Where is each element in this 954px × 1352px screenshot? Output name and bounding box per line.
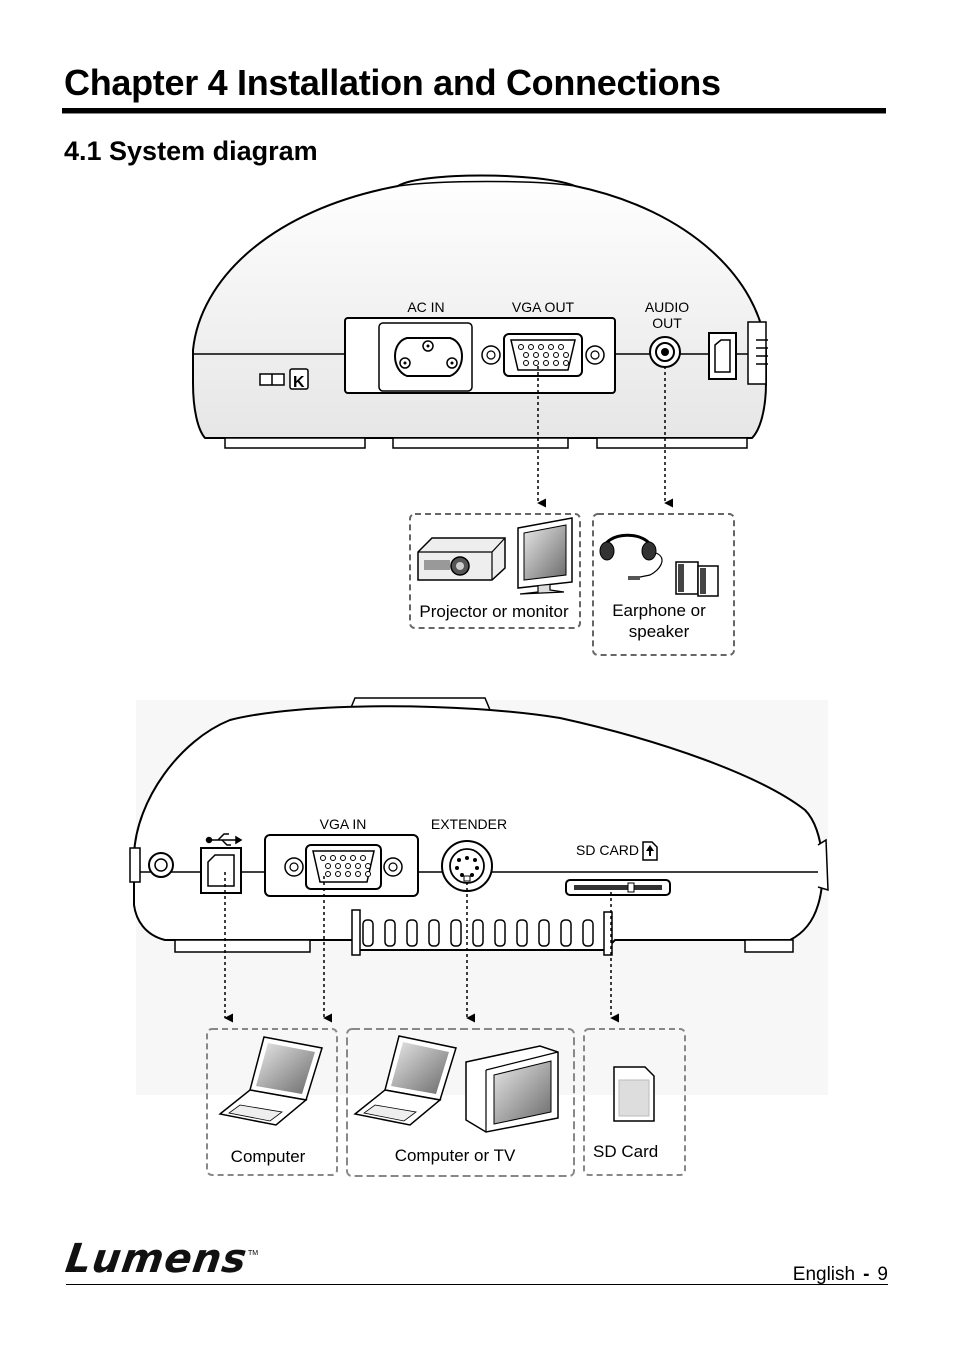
footer-separator: - (863, 1264, 870, 1285)
sd-card-target: SD Card (583, 1028, 686, 1176)
chapter-rule (62, 108, 886, 114)
computer-target: Computer (206, 1028, 338, 1176)
sd-card-icon (613, 1066, 655, 1122)
sd-card-label: SD Card (593, 1142, 658, 1161)
sd-card-port-label: SD CARD (576, 842, 639, 858)
usb-icon (205, 833, 243, 846)
projector-monitor-label: Projector or monitor (419, 602, 569, 621)
bottom-device: VGA IN EXTENDER SD CARD (129, 697, 829, 1095)
projector-monitor-target: Projector or monitor (409, 513, 581, 629)
vga-out-port (481, 333, 605, 377)
top-device-dome (192, 174, 767, 439)
extender-label: EXTENDER (431, 816, 507, 832)
laptop-icon (218, 1036, 323, 1126)
monitor-icon (517, 517, 573, 595)
earphone-label-line2: speaker (629, 622, 690, 641)
page-number: 9 (877, 1264, 888, 1285)
speaker-icon (675, 561, 719, 597)
earphone-speaker-target: Earphone or speaker (592, 513, 735, 656)
footer-language: English (792, 1264, 856, 1285)
sd-card-slot (565, 879, 671, 896)
usb-b-port (200, 847, 242, 894)
chapter-title: Chapter 4 Installation and Connections (64, 62, 721, 103)
sd-card-eject-icon (642, 841, 658, 861)
laptop-icon (353, 1035, 457, 1126)
computer-tv-target: Computer or TV (346, 1028, 575, 1177)
footer-rule (66, 1284, 888, 1285)
computer-tv-label: Computer or TV (395, 1146, 516, 1165)
lumens-logo: Lumens (62, 1236, 251, 1282)
audio-out-port (649, 336, 681, 368)
vga-out-label: VGA OUT (512, 299, 575, 315)
kensington-lock-icon: K (259, 368, 309, 391)
projector-icon (417, 537, 506, 581)
section-title: 4.1 System diagram (64, 136, 318, 166)
trademark-mark: TM (248, 1250, 259, 1257)
computer-label: Computer (231, 1147, 306, 1166)
audio-out-label-line1: AUDIO (645, 299, 689, 315)
svg-text:K: K (293, 374, 305, 391)
earphone-label-line1: Earphone or (612, 601, 706, 620)
vga-in-label: VGA IN (320, 816, 367, 832)
tv-icon (465, 1045, 559, 1133)
top-device: K (192, 174, 768, 449)
usb-b-port-top (708, 332, 737, 380)
vga-in-port (284, 844, 403, 890)
headphones-icon (599, 533, 663, 580)
extender-port (441, 840, 493, 892)
ac-in-port (378, 322, 473, 392)
footer-page-info: English-9 (793, 1264, 888, 1286)
ac-in-label: AC IN (407, 299, 444, 315)
audio-out-label-line2: OUT (652, 315, 682, 331)
vent-slots (362, 919, 594, 947)
